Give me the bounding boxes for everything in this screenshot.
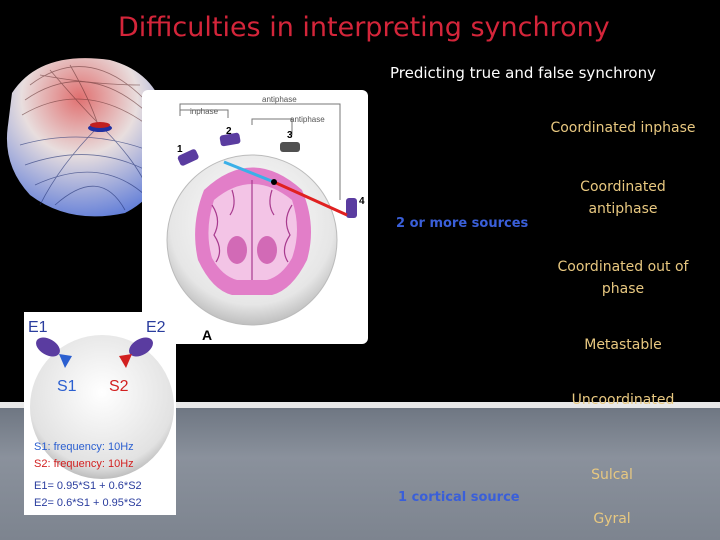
- sensor-4-label: 4: [359, 196, 365, 207]
- list-item-sulcal: Sulcal: [591, 467, 633, 483]
- panel-letter-a: A: [202, 327, 212, 343]
- s2-marker: [119, 354, 132, 368]
- s1-marker: [59, 354, 72, 368]
- e1-label: E1: [28, 319, 48, 336]
- slide-subtitle: Predicting true and false synchrony: [390, 64, 656, 82]
- s1-label: S1: [57, 378, 77, 395]
- list-item-coordinated-inphase: Coordinated inphase: [550, 120, 696, 136]
- head-field-model: [6, 58, 169, 217]
- s2-frequency: S2: frequency: 10Hz: [34, 458, 134, 470]
- list-item-uncoordinated: Uncoordinated: [571, 392, 675, 408]
- antiphase-top-label: antiphase: [262, 95, 297, 104]
- sensor-2-label: 2: [226, 126, 232, 137]
- list-item-metastable: Metastable: [584, 337, 662, 353]
- e1-equation: E1= 0.95*S1 + 0.6*S2: [34, 480, 142, 492]
- list-item-gyral: Gyral: [593, 511, 631, 527]
- sensor-1-label: 1: [177, 144, 183, 155]
- antiphase-mid-label: antiphase: [290, 115, 325, 124]
- multiple-sources-label: 2 or more sources: [396, 216, 529, 231]
- figure-b-panel: E1 E2 S1 S2 S1: frequency: 10Hz S2: freq…: [24, 312, 176, 515]
- list-item-coordinated-out-of-phase: Coordinated out of phase: [557, 259, 689, 297]
- single-source-label: 1 cortical source: [398, 490, 520, 505]
- inphase-label: inphase: [190, 107, 219, 116]
- figure-a-panel: inphase antiphase antiphase 1 2 3 4 A: [142, 90, 368, 344]
- sensor-pads: [177, 132, 357, 218]
- e2-label: E2: [146, 319, 166, 336]
- figure-a-diagram: inphase antiphase antiphase 1 2 3 4 A: [166, 95, 365, 343]
- slide-title: Difficulties in interpreting synchrony: [118, 12, 610, 43]
- e2-equation: E2= 0.6*S1 + 0.95*S2: [34, 497, 142, 509]
- s1-frequency: S1: frequency: 10Hz: [34, 441, 134, 453]
- sensor-3-label: 3: [287, 130, 293, 141]
- list-item-coordinated-antiphase: Coordinated antiphase: [580, 179, 666, 217]
- s2-label: S2: [109, 378, 129, 395]
- divider-line: [0, 402, 720, 408]
- brain-slice: [195, 167, 311, 295]
- figure-b-diagram: E1 E2 S1 S2 S1: frequency: 10Hz S2: freq…: [28, 319, 174, 509]
